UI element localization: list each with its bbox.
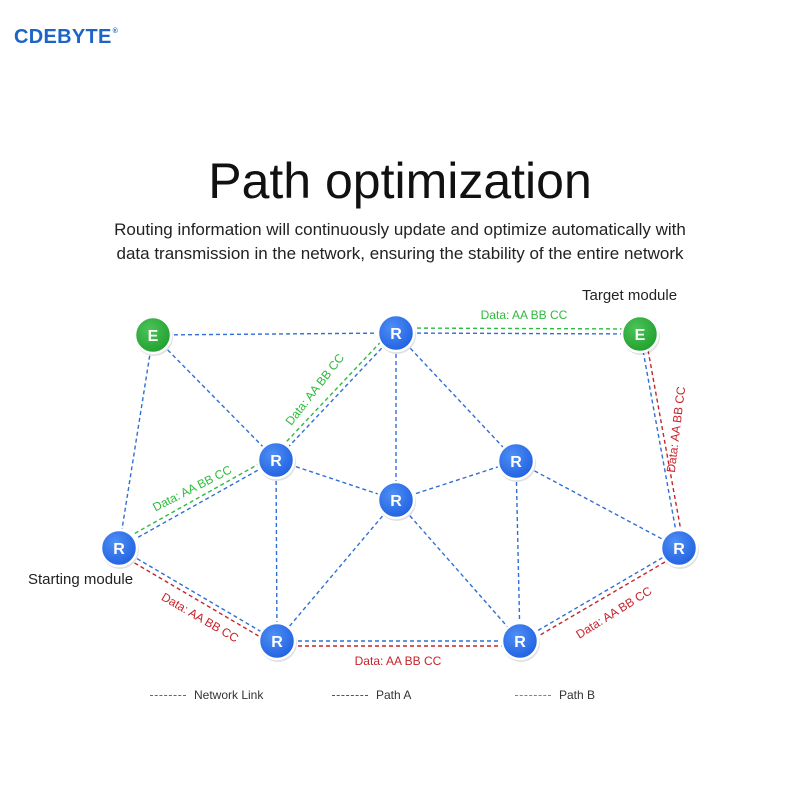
node-circle <box>133 315 173 355</box>
router-node-r_right: R <box>659 528 699 569</box>
node-circle <box>500 621 540 661</box>
router-node-r_top: R <box>376 313 416 354</box>
target-module-label: Target module <box>582 287 678 304</box>
router-node-r_botleft: R <box>257 621 297 662</box>
network-nodes: E R E R R R R R R R <box>99 313 699 662</box>
starting-module-label: Starting module <box>28 571 134 588</box>
node-circle <box>256 440 296 480</box>
page-subtitle: Routing information will continuously up… <box>0 218 800 266</box>
network-link-e1-r_start <box>118 334 154 549</box>
legend-network-link: Network Link <box>150 688 263 702</box>
brand-logo: CDEBYTE® <box>14 26 118 49</box>
path-a-segment-r_right-e2 <box>644 332 685 548</box>
node-circle <box>376 480 416 520</box>
network-link-r_midright-r_right <box>515 460 680 549</box>
node-circle <box>376 313 416 353</box>
router-node-r_start: R <box>99 528 139 569</box>
network-link-r_start-r_botleft <box>118 547 278 642</box>
end-node-e2: E <box>620 314 660 355</box>
network-link-e1-r_midleft <box>152 334 277 461</box>
subtitle-line-2: data transmission in the network, ensuri… <box>116 244 684 263</box>
legend-path-a: Path A <box>332 688 411 702</box>
router-node-r_midleft: R <box>256 440 296 481</box>
legend-path-a-label: Path A <box>376 688 412 702</box>
network-link-r_center-r_botright <box>395 499 521 642</box>
network-link-r_center-r_midright <box>395 460 517 501</box>
network-link-r_botright-r_right <box>519 547 680 642</box>
node-circle <box>496 441 536 481</box>
path-b-label-upper: Data: AA BB CC <box>283 351 348 428</box>
legend-path-b-label: Path B <box>559 688 596 702</box>
path-a-label-right: Data: AA BB CC <box>664 385 689 473</box>
node-letter: R <box>271 634 283 651</box>
path-data-labels: Data: AA BB CC Data: AA BB CC Data: AA B… <box>150 308 688 668</box>
path-a-label-bottom: Data: AA BB CC <box>355 654 442 668</box>
legend-network-label: Network Link <box>194 688 264 702</box>
path-b-segment-r_midleft-r_top <box>271 329 393 458</box>
network-link-r_center-r_botleft <box>276 499 397 642</box>
network-link-r_right-e2 <box>639 333 680 549</box>
route-paths <box>116 327 685 647</box>
router-node-r_midright: R <box>496 441 536 482</box>
node-circle <box>620 314 660 354</box>
network-link-r_midright-r_botright <box>515 460 521 642</box>
node-circle <box>257 621 297 661</box>
path-b-label-lower: Data: AA BB CC <box>150 462 234 514</box>
network-link-r_midleft-r_start <box>118 459 277 549</box>
node-letter: R <box>390 326 402 343</box>
network-link-r_top-r_midleft <box>275 332 397 461</box>
node-letter: R <box>270 453 282 470</box>
subtitle-line-1: Routing information will continuously up… <box>114 220 686 239</box>
network-link-r_top-r_midright <box>395 332 517 462</box>
legend-path-b: Path B <box>515 688 595 702</box>
registered-mark: ® <box>112 28 119 35</box>
network-link-e1-r_top <box>152 332 397 336</box>
network-link-r_midleft-r_center <box>275 459 397 501</box>
path-a-segment-r_botright-r_right <box>522 551 682 646</box>
end-node-e1: E <box>133 315 173 356</box>
router-node-r_botright: R <box>500 621 540 662</box>
path-b-label-top: Data: AA BB CC <box>481 308 568 322</box>
node-letter: R <box>510 454 522 471</box>
node-circle <box>99 528 139 568</box>
network-links <box>118 332 680 642</box>
path-b-segment-r_top-e2 <box>396 327 641 330</box>
node-letter: R <box>514 634 526 651</box>
path-b-segment-r_start-r_midleft <box>116 455 274 545</box>
node-letter: R <box>390 493 402 510</box>
node-circle <box>659 528 699 568</box>
legend-path-b-swatch <box>515 694 551 696</box>
legend-network-swatch <box>150 694 186 696</box>
path-a-label-left: Data: AA BB CC <box>159 590 241 646</box>
network-link-r_midleft-r_botleft <box>275 459 278 642</box>
node-letter: R <box>113 541 125 558</box>
path-a-segment-r_start-r_botleft <box>116 551 275 646</box>
node-letter: E <box>635 327 646 344</box>
router-node-r_center: R <box>376 480 416 521</box>
network-link-r_top-e2 <box>395 332 641 335</box>
node-letter: E <box>148 328 159 345</box>
page-title: Path optimization <box>208 153 592 209</box>
node-letter: R <box>673 541 685 558</box>
brand-name: CDEBYTE <box>14 26 112 48</box>
legend-path-a-swatch <box>332 694 368 696</box>
